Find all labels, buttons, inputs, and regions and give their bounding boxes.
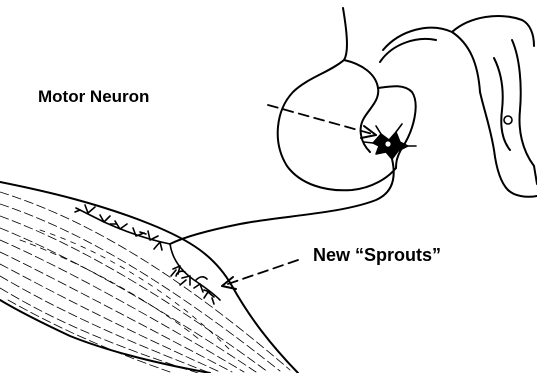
sprouts-arrow [222,260,298,289]
muscle-fibers [0,192,290,373]
muscle-outline [0,182,298,373]
spinal-cord-outline [278,8,537,197]
new-sprouts [171,266,214,304]
motor-neuron-label: Motor Neuron [38,88,149,105]
motor-axon [170,159,394,244]
new-sprouts-label: New “Sprouts” [313,246,441,264]
motor-neuron-cell [364,124,416,159]
